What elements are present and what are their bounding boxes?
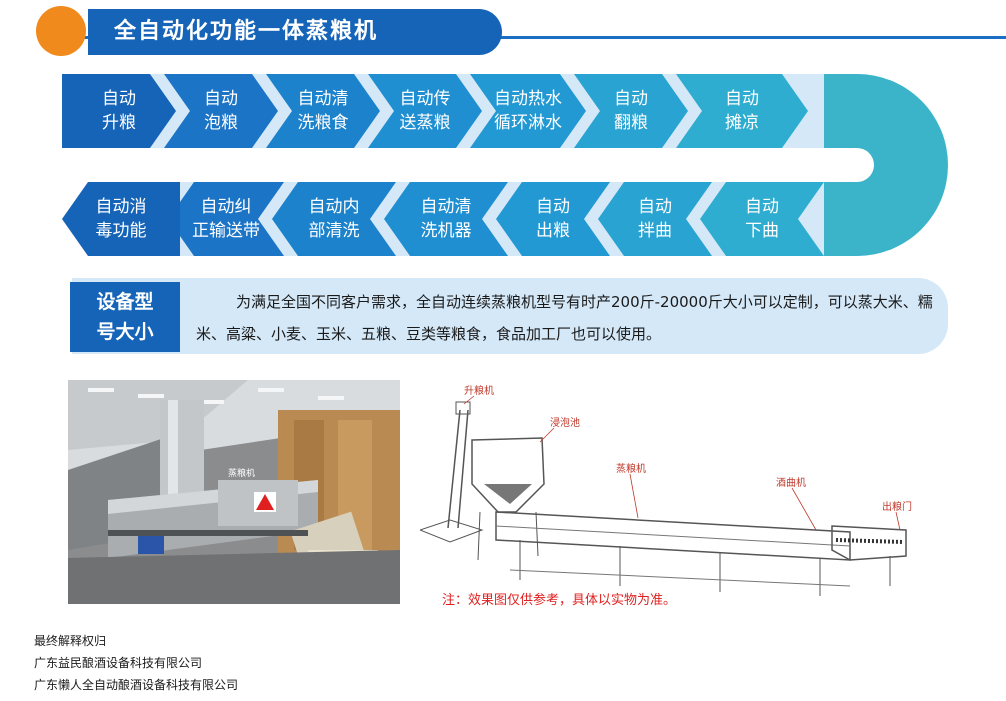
flow-step-addyeast: 自动 下曲 [700,182,824,256]
machine-photo: 蒸粮机 [68,380,400,604]
header-rule [60,36,1006,39]
spec-box [72,278,948,354]
diagram-note: 注：效果图仅供参考，具体以实物为准。 [442,592,676,608]
spec-title: 设备型 号大小 [70,282,180,352]
footer: 最终解释权归 广东益民酿酒设备科技有限公司 广东懒人全自动酿酒设备科技有限公司 [34,630,238,696]
footer-rights: 最终解释权归 [34,634,107,648]
footer-company-1: 广东益民酿酒设备科技有限公司 [34,656,203,670]
spec-text: 为满足全国不同客户需求，全自动连续蒸粮机型号有时产200斤-20000斤大小可以… [196,293,933,343]
diagram-label-soak: 浸泡池 [550,416,580,429]
uturn-arrow-icon [824,74,948,256]
diagram-label-steam: 蒸粮机 [616,462,646,475]
orange-circle-icon [36,6,86,56]
diagram-label-lift: 升粮机 [464,384,494,397]
machine-diagram: 升粮机 浸泡池 蒸粮机 酒曲机 出粮门 注：效果图仅供参考，具体以实物为准。 [420,380,926,610]
content-panel: 全自动化功能一体蒸粮机 自动 升粮 自动 泡粮 自动清 洗粮食 自动传 送蒸粮 … [36,6,1006,610]
page-title: 全自动化功能一体蒸粮机 [88,9,502,55]
flow-step-convey: 自动传 送蒸粮 [368,74,482,148]
flow-step-discharge: 自动 出粮 [496,182,610,256]
footer-company-2: 广东懒人全自动酿酒设备科技有限公司 [34,678,239,692]
photo-sign-text: 蒸粮机 [228,467,255,479]
flow-step-lift: 自动 升粮 [62,74,176,148]
diagram-label-yeast: 酒曲机 [776,476,806,489]
diagram-label-out: 出粮门 [882,500,912,513]
flow-step-disinfect: 自动消 毒功能 [62,182,180,256]
